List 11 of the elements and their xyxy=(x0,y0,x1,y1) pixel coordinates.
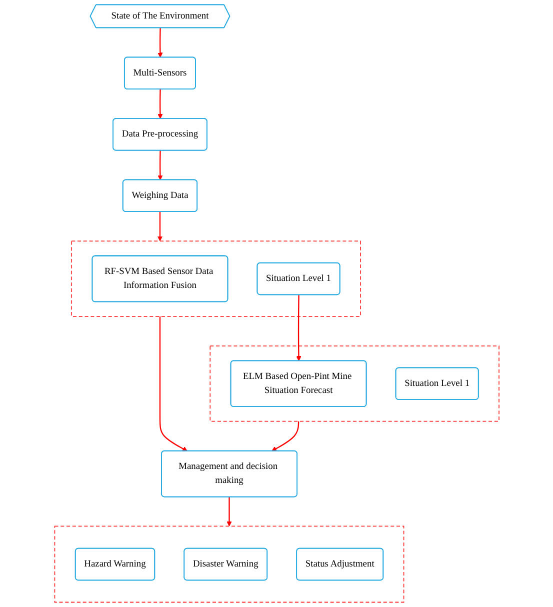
arrow xyxy=(296,294,301,362)
arrow xyxy=(226,496,232,526)
cluster xyxy=(54,526,404,603)
cluster xyxy=(70,240,361,317)
arrow xyxy=(157,150,162,180)
arrow xyxy=(157,89,162,119)
cluster xyxy=(209,345,500,422)
arrow xyxy=(159,316,188,452)
arrow xyxy=(157,28,162,58)
arrow xyxy=(271,421,299,452)
arrow xyxy=(157,212,162,242)
